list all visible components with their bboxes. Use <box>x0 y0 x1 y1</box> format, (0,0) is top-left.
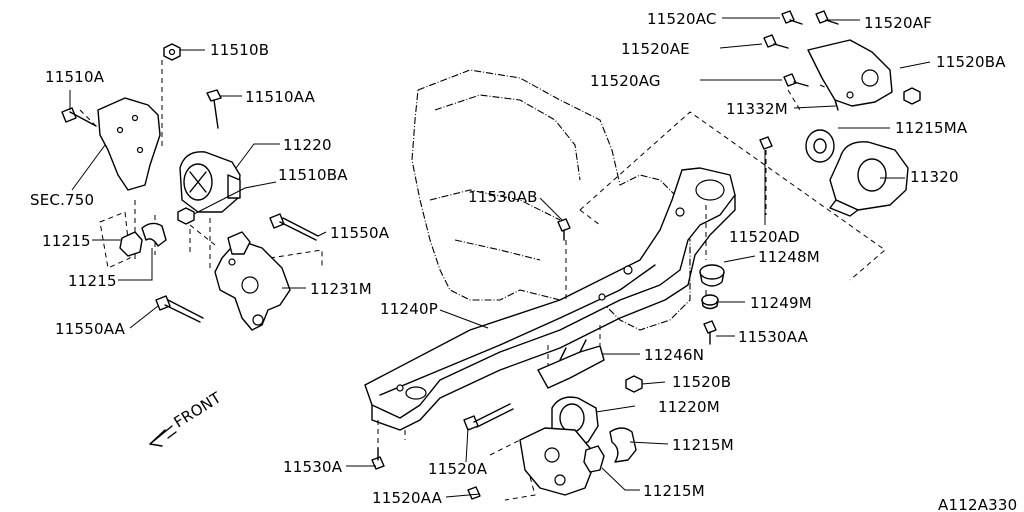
label-11231m: 11231M <box>310 280 372 298</box>
label-11520ag: 11520AG <box>590 72 661 90</box>
label-11530ab: 11530AB <box>468 188 538 206</box>
label-11215-b: 11215 <box>68 272 117 290</box>
bolt-11520ae <box>763 34 789 49</box>
label-11530a: 11530A <box>283 458 343 476</box>
label-11510a: 11510A <box>45 68 105 86</box>
label-11520aa: 11520AA <box>372 489 443 507</box>
front-label: FRONT <box>171 388 225 431</box>
bolt-11530aa <box>703 320 717 345</box>
guide-lines <box>79 60 886 501</box>
label-11520ad: 11520AD <box>729 228 800 246</box>
label-11520af: 11520AF <box>864 14 932 32</box>
bolt-11520af <box>815 10 839 25</box>
mount-11320 <box>829 141 909 217</box>
nut-11520ba <box>903 87 921 105</box>
label-11520a: 11520A <box>428 460 488 478</box>
bolt-11520aa <box>467 486 481 500</box>
bolt-11510a <box>61 107 97 127</box>
bolt-11510aa <box>206 89 222 129</box>
stopper-11215m-b <box>583 445 605 473</box>
bracket-sec750 <box>97 97 161 191</box>
bracket-11246n <box>537 339 605 389</box>
label-11246n: 11246N <box>644 346 704 364</box>
front-arrow-icon <box>149 425 177 447</box>
label-11220m: 11220M <box>658 398 720 416</box>
stopper-11215m-a <box>609 427 637 463</box>
bushing-11248m <box>699 264 725 287</box>
label-11332m: 11332M <box>726 100 788 118</box>
label-11520b: 11520B <box>672 373 731 391</box>
label-11510aa: 11510AA <box>245 88 316 106</box>
bolt-11520a <box>463 403 514 431</box>
label-sec750: SEC.750 <box>30 191 94 209</box>
label-11520ac: 11520AC <box>647 10 717 28</box>
label-11510ba: 11510BA <box>278 166 348 184</box>
label-11510b: 11510B <box>210 41 269 59</box>
label-11240p: 11240P <box>380 300 438 318</box>
stopper-11215-a <box>119 231 143 257</box>
engine-outline <box>411 69 691 331</box>
leader-lines <box>69 17 931 498</box>
callout-labels: 11520AC 11520AF 11520AE 11520BA 11520AG … <box>30 10 1017 512</box>
stopper-11215ma <box>805 129 835 163</box>
bracket-11231m <box>214 231 291 331</box>
nut-11510b <box>163 43 181 61</box>
mount-11220 <box>179 151 241 213</box>
bolt-11530ab <box>557 218 571 241</box>
label-11220: 11220 <box>283 136 332 154</box>
label-11215m-b: 11215M <box>643 482 705 500</box>
bolt-11520ac <box>781 10 803 25</box>
bushing-11249m <box>701 294 719 310</box>
label-11248m: 11248M <box>758 248 820 266</box>
label-11550a: 11550A <box>330 224 390 242</box>
diagram-reference-code: A112A330 <box>938 496 1017 512</box>
bolt-11520ad <box>759 136 773 150</box>
label-11215-a: 11215 <box>42 232 91 250</box>
bracket-11332m <box>807 39 893 111</box>
bolt-11520ag <box>783 73 809 87</box>
label-11520ae: 11520AE <box>621 40 690 58</box>
crossmember-11240p <box>364 167 736 431</box>
stopper-11215-b <box>141 222 167 247</box>
nut-11510ba <box>177 207 195 225</box>
label-11215m-a: 11215M <box>672 436 734 454</box>
bracket-lower-front <box>519 427 593 496</box>
bolt-11550a <box>269 213 319 241</box>
label-11320: 11320 <box>910 168 959 186</box>
label-11530aa: 11530AA <box>738 328 809 346</box>
label-11550aa: 11550AA <box>55 320 126 338</box>
label-11520ba: 11520BA <box>936 53 1006 71</box>
label-11215ma: 11215MA <box>895 119 968 137</box>
nut-11520b <box>625 375 643 393</box>
bolt-11550aa <box>155 295 204 323</box>
label-11249m: 11249M <box>750 294 812 312</box>
